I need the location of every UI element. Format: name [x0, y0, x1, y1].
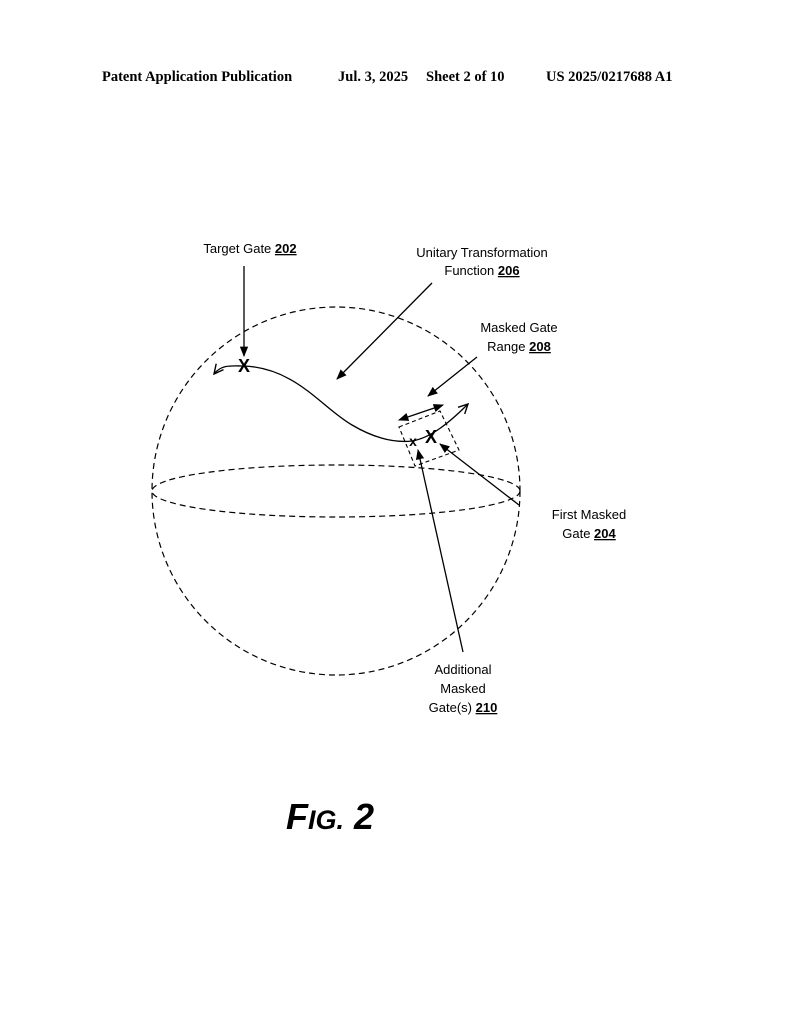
sphere-equator: [151, 464, 521, 518]
sheet-number: Sheet 2 of 10: [426, 69, 505, 85]
unitary-function-label-line1: Unitary Transformation: [416, 245, 548, 260]
figure-caption-f: F: [286, 796, 308, 837]
target-gate-ref: 202: [275, 241, 297, 256]
first-masked-gate-label-line2: Gate 204: [562, 526, 616, 541]
first-masked-gate-label-line1: First Masked: [552, 507, 626, 522]
figure-caption-number: 2: [354, 796, 375, 837]
additional-gates-label-line3: Gate(s) 210: [429, 700, 498, 715]
target-gate-mark: X: [238, 356, 250, 376]
page-header: Patent Application Publication Jul. 3, 2…: [102, 69, 702, 89]
masked-range-label-line1: Masked Gate: [480, 320, 557, 335]
target-gate-label: Target Gate 202: [203, 241, 296, 256]
masked-range-arrow: [427, 356, 478, 397]
first-masked-gate-arrow: [439, 443, 520, 506]
masked-range-ref: 208: [529, 339, 551, 354]
unitary-function-arrow: [336, 282, 433, 380]
additional-gates-label-line1: Additional: [434, 662, 491, 677]
unitary-function-label-line2: Function 206: [444, 263, 519, 278]
publication-title: Patent Application Publication: [102, 69, 293, 85]
figure-caption-ig: IG.: [308, 805, 345, 835]
publication-date: Jul. 3, 2025: [338, 69, 409, 85]
transformation-path: [214, 366, 468, 443]
patent-number: US 2025/0217688 A1: [546, 69, 673, 85]
range-double-arrow: [398, 404, 444, 421]
unitary-function-ref: 206: [498, 263, 520, 278]
bloch-sphere: [151, 306, 521, 676]
additional-gates-label-line2: Masked: [440, 681, 486, 696]
first-masked-gate-mark: X: [425, 427, 437, 447]
additional-gates-ref: 210: [476, 700, 498, 715]
additional-masked-gates-arrow: [415, 448, 464, 653]
masked-range-label-line2: Range 208: [487, 339, 551, 354]
figure-caption: FIG. 2: [286, 796, 374, 838]
additional-masked-gate-mark: x: [409, 433, 417, 449]
first-masked-gate-ref: 204: [594, 526, 616, 541]
